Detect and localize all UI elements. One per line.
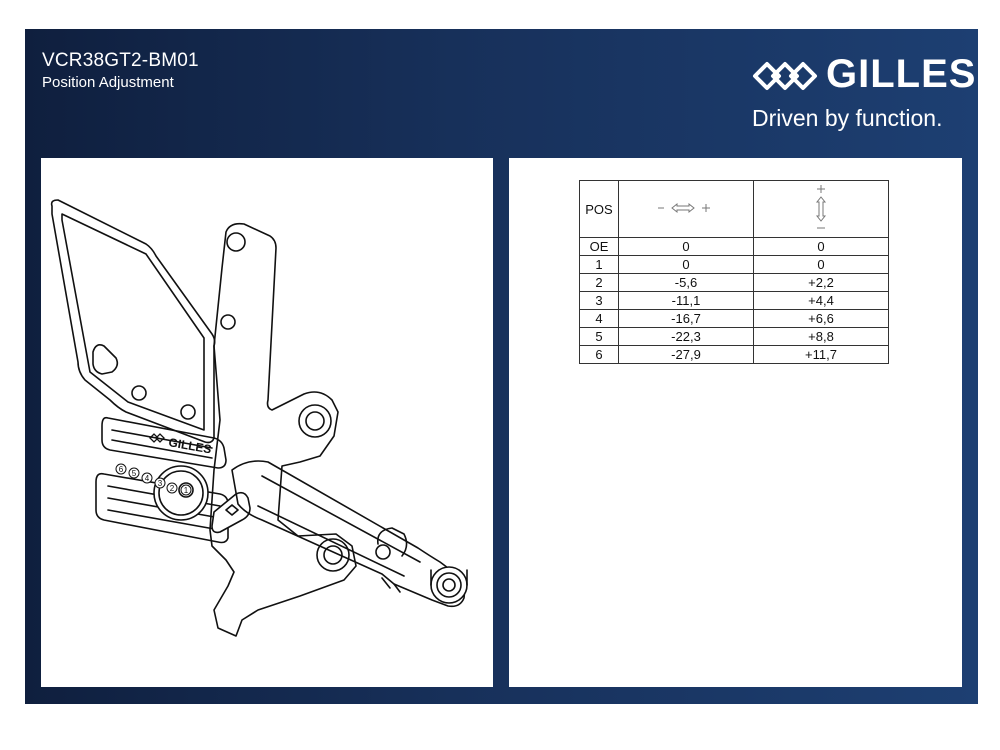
dial-number-2: 2 [170,484,175,493]
horizontal-cell: -11,1 [618,291,754,310]
dial-number-5: 5 [132,469,137,478]
brand-name: GILLES [826,52,977,96]
brand-tagline: Driven by function. [752,105,943,131]
dial-number-3: 3 [158,479,163,488]
table-row: 1 0 0 [579,255,889,274]
drawing-panel [41,158,493,687]
pos-cell: OE [579,237,619,256]
vertical-cell: +4,4 [753,291,889,310]
pos-cell: 5 [579,327,619,346]
part-number: VCR38GT2-BM01 [42,50,199,71]
pos-cell: 6 [579,345,619,364]
page-subtitle: Position Adjustment [42,74,174,91]
table-header-row: POS [579,180,889,238]
vertical-cell: 0 [753,237,889,256]
horizontal-cell: -5,6 [618,273,754,292]
dial-number-6: 6 [119,465,124,474]
vertical-cell: +2,2 [753,273,889,292]
dial-number-4: 4 [145,474,150,483]
vertical-adjust-arrows-icon [815,184,827,228]
horizontal-cell: -27,9 [618,345,754,364]
horizontal-column-header [618,180,754,238]
horizontal-cell: 0 [618,237,754,256]
horizontal-cell: 0 [618,255,754,274]
plate-logo-icon [149,433,165,443]
vertical-cell: +6,6 [753,309,889,328]
table-row: 2 -5,6 +2,2 [579,273,889,292]
pos-cell: 3 [579,291,619,310]
position-table: POS OE 0 0 1 0 [579,180,889,364]
vertical-cell: 0 [753,255,889,274]
pos-column-header: POS [579,180,619,238]
horizontal-adjust-arrows-icon [658,202,710,213]
horizontal-cell: -22,3 [618,327,754,346]
pos-cell: 4 [579,309,619,328]
gilles-logo-icon [753,62,817,90]
pos-cell: 1 [579,255,619,274]
dial-number-1: 1 [184,486,189,495]
table-row: 6 -27,9 +11,7 [579,345,889,364]
vertical-cell: +8,8 [753,327,889,346]
table-row: 3 -11,1 +4,4 [579,291,889,310]
table-row: OE 0 0 [579,237,889,256]
vertical-column-header [753,180,889,238]
table-row: 4 -16,7 +6,6 [579,309,889,328]
pos-cell: 2 [579,273,619,292]
vertical-cell: +11,7 [753,345,889,364]
horizontal-cell: -16,7 [618,309,754,328]
table-row: 5 -22,3 +8,8 [579,327,889,346]
